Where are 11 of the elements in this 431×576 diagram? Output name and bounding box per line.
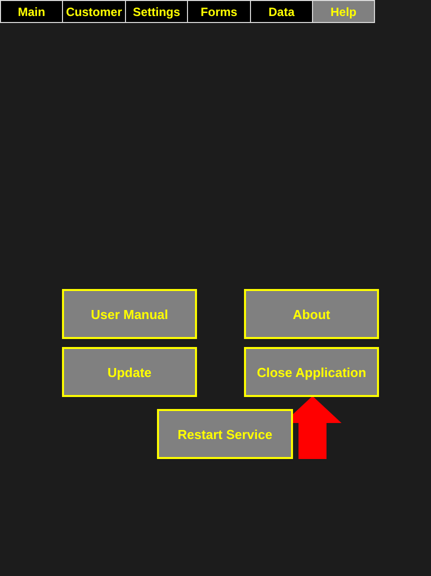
menu-button: Restart Service <box>157 409 293 459</box>
menu-tab: Settings <box>125 0 188 23</box>
menu-button: Update <box>62 347 197 397</box>
menu-button: User Manual <box>62 289 197 339</box>
menu-tab: Help <box>312 0 375 23</box>
menu-tab: Forms <box>187 0 251 23</box>
menu-button: Close Application <box>244 347 379 397</box>
menu-button: About <box>244 289 379 339</box>
menu-tab: Customer <box>62 0 126 23</box>
menu-tab: Main <box>0 0 63 23</box>
menu-tab: Data <box>250 0 313 23</box>
